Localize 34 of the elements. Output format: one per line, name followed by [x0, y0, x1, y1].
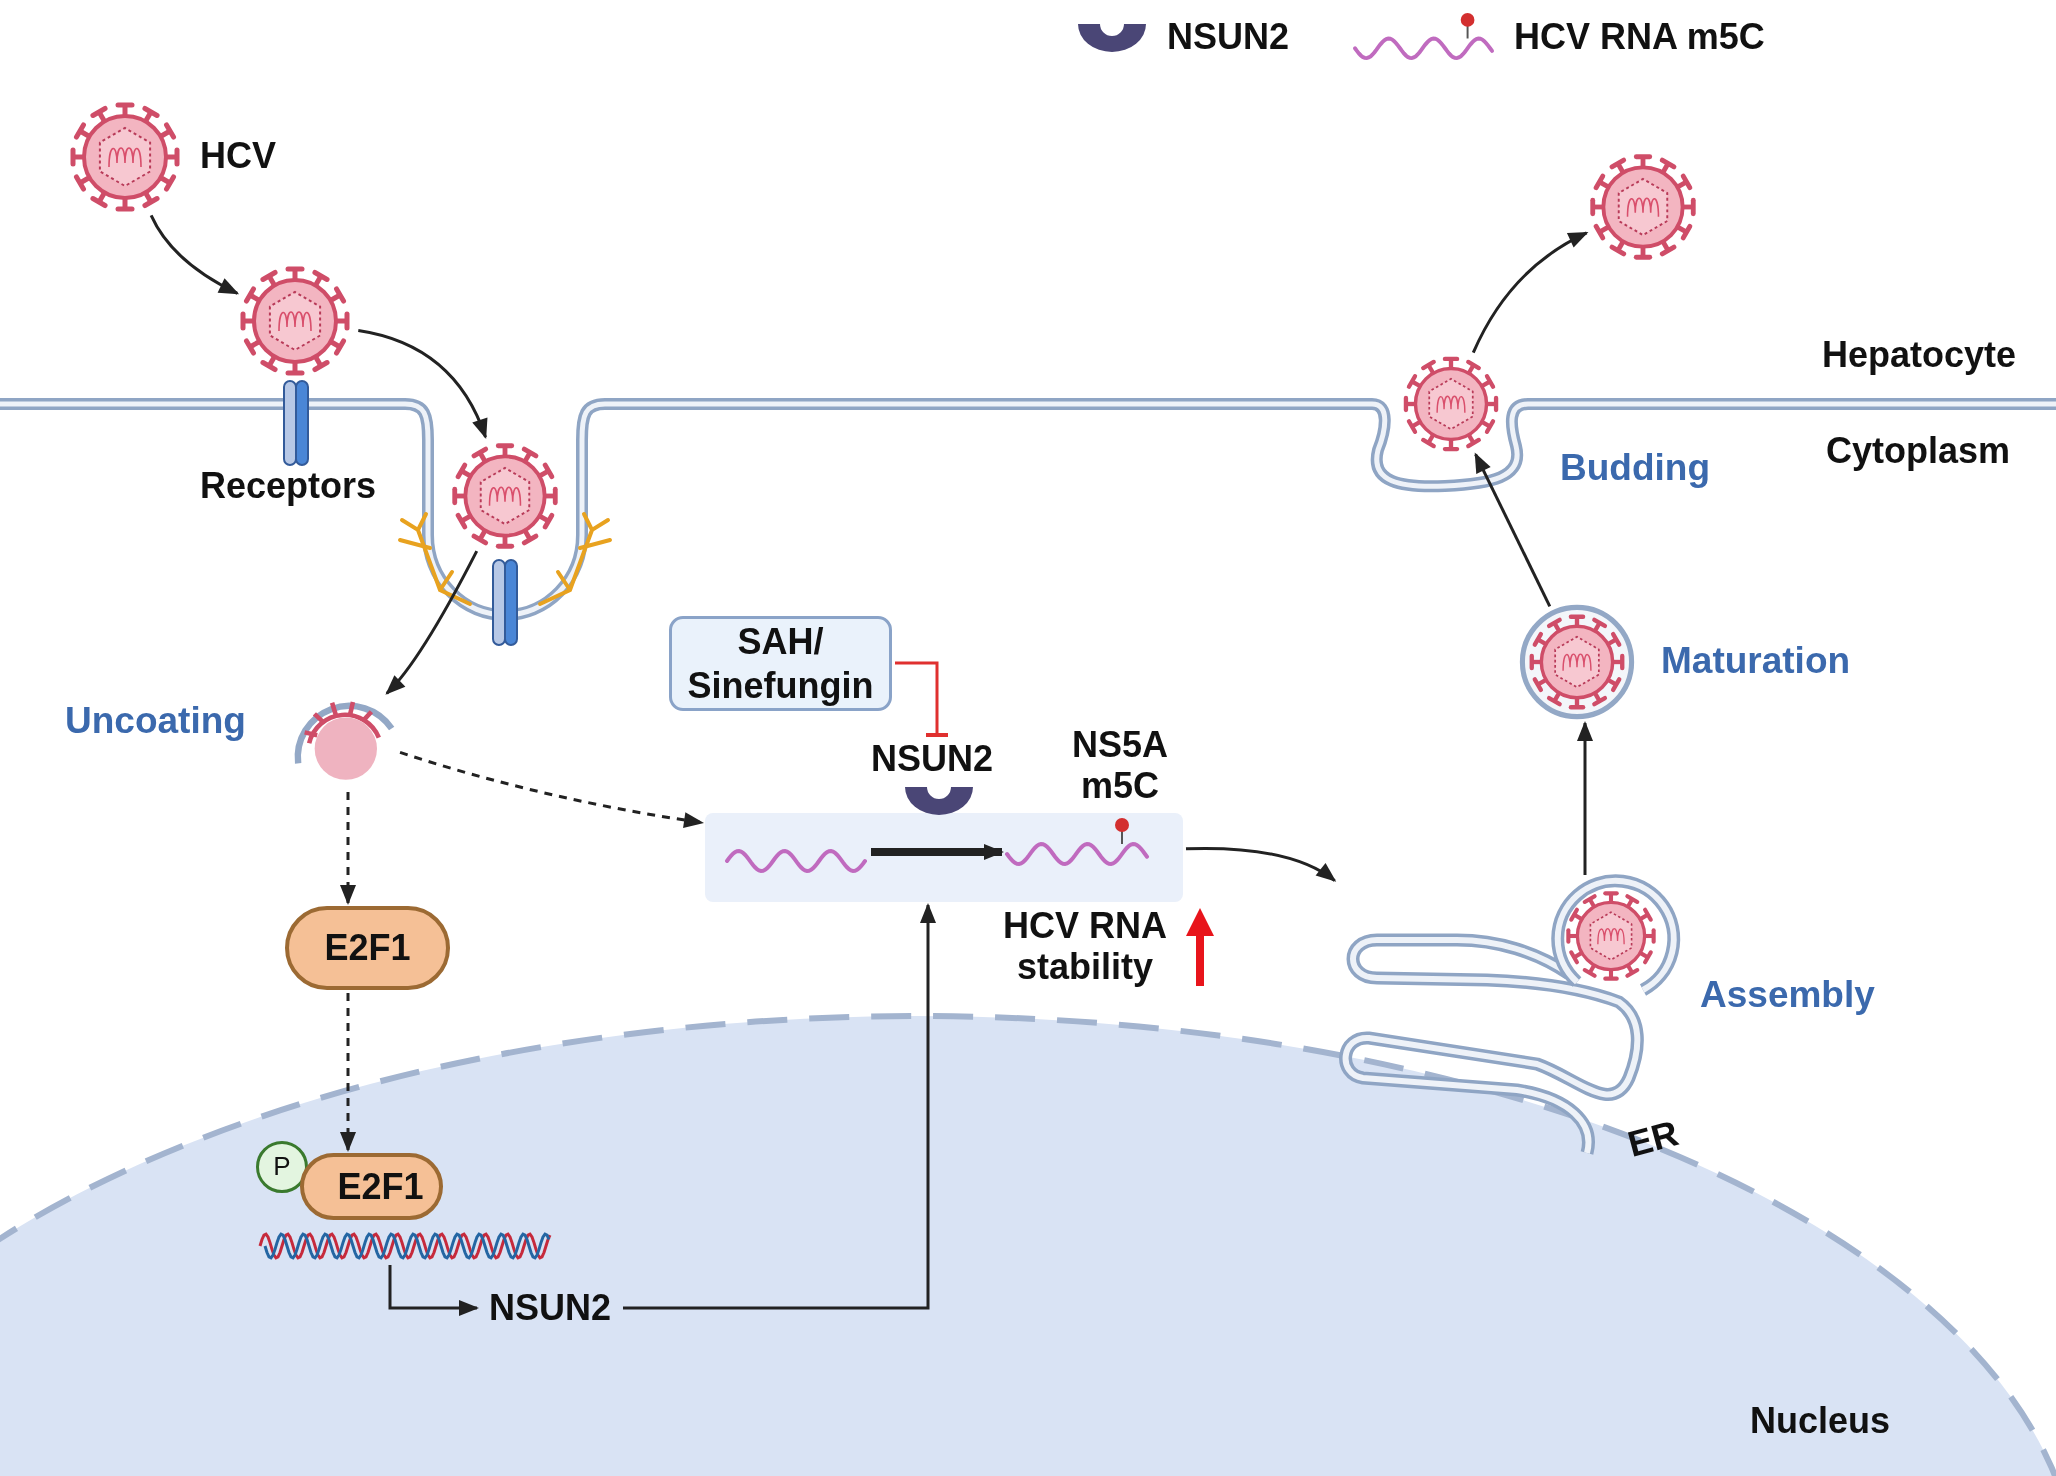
inhibition-line	[895, 661, 948, 737]
arrow	[358, 329, 487, 439]
region-label: Nucleus	[1750, 1400, 1891, 1442]
dashed-arrow	[340, 993, 356, 1152]
legend-label: HCV RNA m5C	[1514, 16, 1765, 58]
name-label: NS5A m5C	[1071, 724, 1169, 807]
legend-label: NSUN2	[1167, 16, 1290, 58]
arrow	[1185, 846, 1337, 882]
outcome-label: HCV RNA stability	[1002, 905, 1168, 988]
arrow	[1577, 721, 1593, 875]
protein-pill: E2F1	[300, 1153, 443, 1220]
enveloped-virus-drawing	[1519, 604, 1635, 720]
dashed-arrow	[340, 792, 356, 905]
process-label: Budding	[1560, 447, 1710, 490]
arrow	[149, 214, 240, 295]
protein-pill: E2F1	[285, 906, 450, 990]
arrow	[385, 550, 479, 695]
arrow	[1474, 452, 1552, 607]
arrow	[388, 1265, 479, 1316]
arrow	[623, 903, 936, 1310]
arrow	[1471, 231, 1589, 354]
inhibitor-box: SAH/ Sinefungin	[669, 616, 892, 711]
dna-helix-drawing	[260, 1230, 550, 1262]
region-label: Cytoplasm	[1826, 430, 2011, 472]
gene-label: NSUN2	[480, 1288, 620, 1328]
dashed-arrow	[399, 751, 704, 828]
process-label: Uncoating	[65, 700, 246, 743]
protein-label: NSUN2	[862, 738, 1002, 780]
region-label: Hepatocyte	[1822, 334, 2017, 376]
process-label: Assembly	[1700, 974, 1875, 1017]
name-label: HCV	[200, 135, 276, 177]
process-label: Maturation	[1661, 640, 1851, 683]
rna-panel	[705, 813, 1183, 902]
part-label: Receptors	[200, 465, 377, 507]
